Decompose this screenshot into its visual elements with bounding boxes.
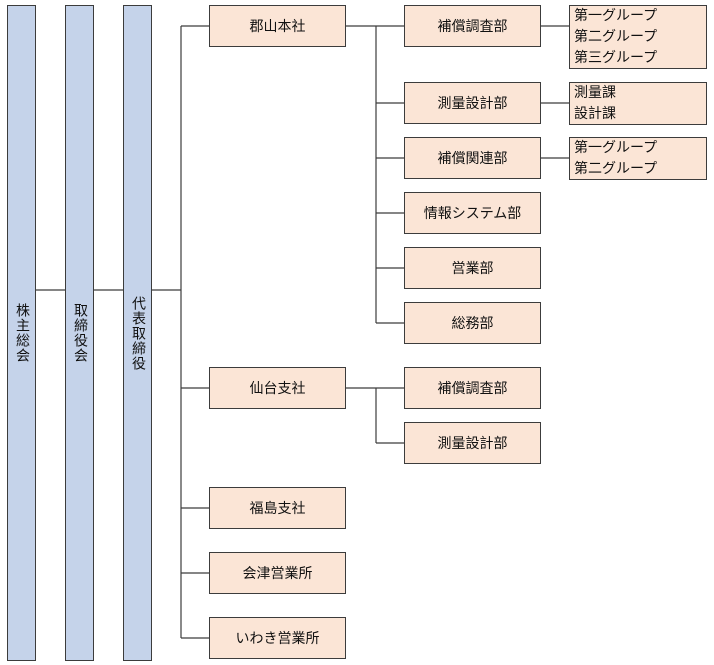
subgroup-item: 設計課 <box>574 105 616 122</box>
dept-sendai-survey-design: 測量設計部 <box>404 422 541 464</box>
dept-label: 総務部 <box>451 316 494 332</box>
dept-label: 補償調査部 <box>437 19 508 35</box>
board-of-directors: 取締役会 <box>65 5 94 661</box>
dept-sendai-compensation-survey: 補償調査部 <box>404 367 541 409</box>
branch-sendai: 仙台支社 <box>209 367 346 409</box>
dept-koriyama-sales: 営業部 <box>404 247 541 289</box>
office-aizu-label: 会津営業所 <box>242 566 313 582</box>
dept-label: 情報システム部 <box>423 206 522 222</box>
branch-fukushima: 福島支社 <box>209 487 346 529</box>
dept-koriyama-compensation-survey: 補償調査部 <box>404 5 541 47</box>
subgroup-item: 第一グループ <box>574 139 658 156</box>
office-iwaki-label: いわき営業所 <box>235 631 320 647</box>
branch-fukushima-label: 福島支社 <box>249 501 306 517</box>
subgroups-compensation-related: 第一グループ 第二グループ <box>569 137 707 180</box>
shareholders-label: 株主総会 <box>13 303 30 363</box>
office-iwaki: いわき営業所 <box>209 617 346 659</box>
dept-koriyama-compensation-related: 補償関連部 <box>404 137 541 179</box>
dept-label: 測量設計部 <box>437 436 508 452</box>
dept-koriyama-information-systems: 情報システム部 <box>404 192 541 234</box>
president-label: 代表取締役 <box>129 295 146 371</box>
shareholders-meeting: 株主総会 <box>7 5 36 661</box>
subgroup-item: 第三グループ <box>574 49 658 66</box>
dept-koriyama-survey-design: 測量設計部 <box>404 82 541 124</box>
representative-director: 代表取締役 <box>123 5 152 661</box>
subgroup-item: 測量課 <box>574 84 616 101</box>
subgroup-item: 第一グループ <box>574 7 658 24</box>
office-aizu: 会津営業所 <box>209 552 346 594</box>
subgroups-compensation-survey: 第一グループ 第二グループ 第三グループ <box>569 5 707 69</box>
board-label: 取締役会 <box>71 303 88 363</box>
subgroups-survey-design: 測量課 設計課 <box>569 82 707 125</box>
branch-sendai-label: 仙台支社 <box>249 381 306 397</box>
dept-koriyama-general-affairs: 総務部 <box>404 302 541 344</box>
subgroup-item: 第二グループ <box>574 160 658 177</box>
dept-label: 測量設計部 <box>437 96 508 112</box>
dept-label: 補償関連部 <box>437 151 508 167</box>
subgroup-item: 第二グループ <box>574 28 658 45</box>
branch-koriyama: 郡山本社 <box>209 5 346 47</box>
branch-koriyama-label: 郡山本社 <box>249 19 306 35</box>
dept-label: 補償調査部 <box>437 381 508 397</box>
dept-label: 営業部 <box>451 261 494 277</box>
